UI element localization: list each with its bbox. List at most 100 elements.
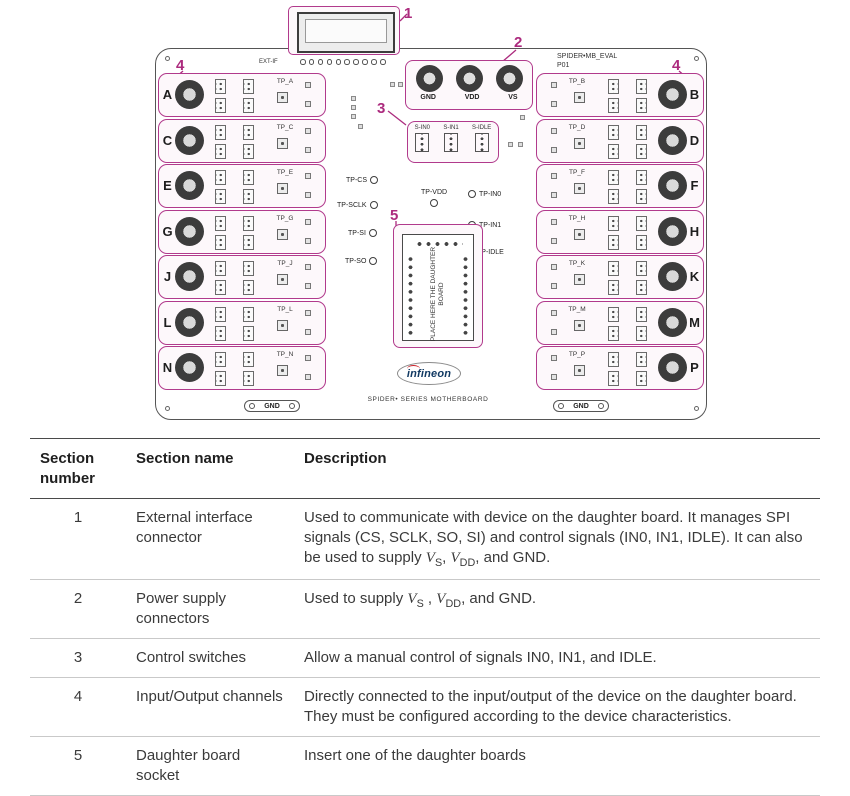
socket-top-holes: [415, 240, 463, 249]
smd-pad: [508, 142, 513, 147]
channel-letter: H: [689, 223, 700, 239]
io-channel-row: B TP_B: [536, 73, 704, 117]
pin-header: [215, 234, 226, 250]
section-table-body: 1 External interface connector Used to c…: [30, 498, 820, 796]
pin-header: [636, 352, 647, 367]
section-number-cell: 3: [30, 638, 126, 678]
callout-3: 3: [377, 100, 386, 117]
pin-header: [608, 143, 619, 159]
pin-header: [636, 124, 647, 140]
switch-label: S-IN0: [414, 125, 430, 131]
external-interface-connector: [288, 6, 400, 55]
channel-testpoint-label: TP_E: [276, 169, 294, 176]
channel-connector: [658, 171, 687, 200]
solder-pad: [305, 283, 311, 289]
io-channel-row: G TP_G: [158, 209, 326, 254]
pin-header: [608, 352, 619, 367]
channel-testpoint-label: TP_K: [568, 260, 586, 267]
pin-header: [608, 98, 619, 113]
io-channel-row: J TP_J: [158, 255, 326, 299]
callout-5: 5: [390, 207, 399, 224]
pin-header: [215, 306, 226, 322]
solder-pad: [277, 274, 288, 285]
solder-pad: [277, 92, 288, 103]
gnd-hole: [289, 403, 295, 409]
logo-arc-icon: [407, 365, 420, 373]
pin-header: [243, 234, 254, 250]
channel-connector: [658, 216, 687, 246]
testpoint-pad: [369, 257, 378, 265]
solder-pad: [277, 365, 288, 376]
socket-placement-text: PLACE HERE THE DAUGHTER BOARD: [430, 246, 445, 341]
pin-header: [243, 215, 254, 231]
solder-pad: [574, 274, 585, 285]
pin-header: [243, 189, 254, 204]
pin-hole: [300, 59, 306, 65]
switch-in0: S-IN0: [415, 125, 430, 162]
channel-art: J TP_J: [159, 256, 325, 298]
testpoint: TP-IN0: [468, 190, 501, 198]
gnd-label: GND: [420, 94, 436, 101]
pin-header: [608, 215, 619, 231]
channel-art: C TP_C: [159, 120, 325, 162]
board-title-line1: SPIDER•MB_EVAL: [557, 53, 618, 60]
channel-connector: [175, 80, 204, 109]
channel-letter: L: [163, 314, 172, 330]
pin-header: [215, 371, 226, 386]
channel-connector: [175, 262, 204, 291]
infineon-logo: infineon: [397, 362, 461, 385]
channel-testpoint-label: TP_J: [277, 260, 293, 267]
smd-pad: [351, 96, 356, 101]
pin-header: [243, 124, 254, 140]
solder-pad: [305, 355, 311, 361]
table-row: 4 Input/Output channels Directly connect…: [30, 677, 820, 737]
mounting-hole: [165, 56, 170, 61]
header-section-name: Section name: [126, 438, 294, 499]
channel-testpoint-label: TP_P: [568, 351, 586, 358]
gnd-terminal-right: GND: [553, 400, 609, 412]
section-name-cell: External interface connector: [126, 498, 294, 581]
solder-pad: [551, 127, 557, 134]
daughter-board-socket: PLACE HERE THE DAUGHTER BOARD: [393, 224, 483, 348]
channel-letter: D: [689, 132, 700, 148]
connector-body: [297, 12, 395, 53]
pin-header: [215, 170, 226, 185]
smd-pad: [351, 105, 356, 110]
pin-hole: [380, 59, 386, 65]
pin-header: [608, 189, 619, 204]
section-number-cell: 2: [30, 579, 126, 639]
smd-pad: [390, 82, 395, 87]
channel-testpoint-label: TP_D: [568, 123, 586, 131]
switch-body: [443, 133, 458, 152]
pin-header: [636, 280, 647, 295]
channel-letter: E: [163, 178, 172, 193]
pin-header: [636, 189, 647, 204]
testpoint-label: TP-IN0: [479, 190, 502, 198]
channel-connector: [175, 307, 204, 337]
pin-header: [243, 306, 254, 322]
channel-art: D TP_D: [537, 120, 703, 162]
testpoint-pad: [430, 199, 439, 207]
socket-hole-column: [406, 255, 415, 335]
channel-letter: G: [162, 223, 173, 239]
section-name-cell: Input/Output channels: [126, 677, 294, 737]
channel-connector: [658, 80, 687, 109]
vs-label: VS: [508, 94, 518, 101]
solder-pad: [574, 183, 585, 194]
connector-slot: [305, 19, 387, 43]
channel-letter: J: [163, 269, 172, 284]
gnd-hole: [598, 403, 604, 409]
gnd-connector: [415, 65, 443, 92]
pin-header: [608, 170, 619, 185]
solder-pad: [551, 173, 557, 179]
smd-pad: [398, 82, 403, 87]
solder-pad: [551, 355, 557, 361]
testpoint-pad: [370, 176, 378, 184]
pin-header: [215, 189, 226, 204]
solder-pad: [574, 319, 585, 331]
solder-pad: [551, 146, 557, 153]
pin-header: [608, 79, 619, 94]
channel-letter: M: [689, 314, 700, 330]
pin-header: [608, 325, 619, 341]
